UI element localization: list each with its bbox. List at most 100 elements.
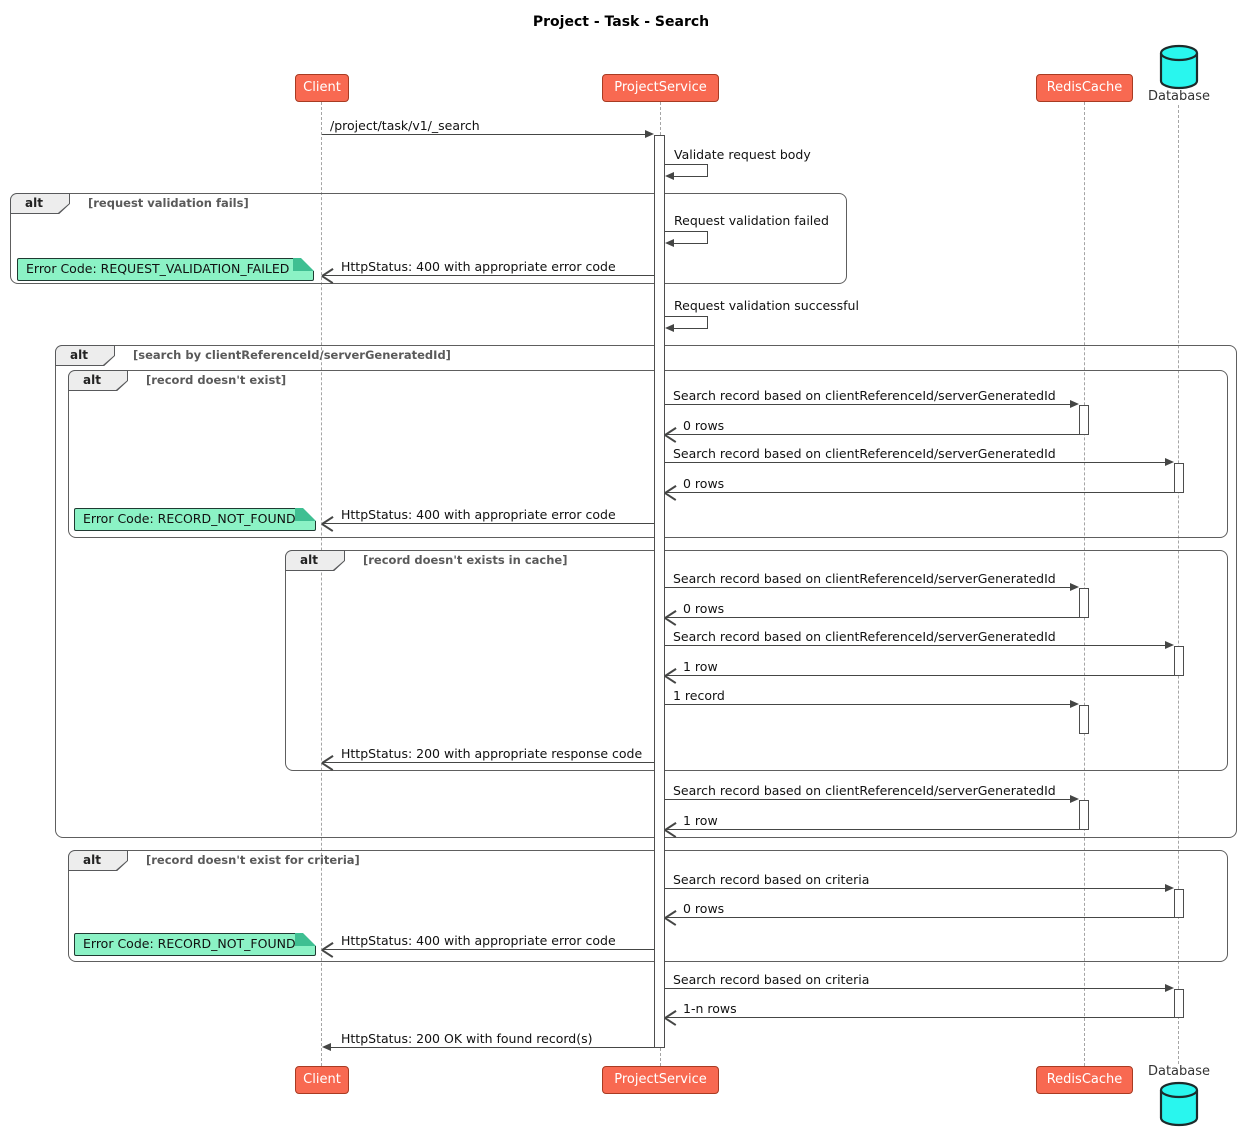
activation-rediscache [1079,705,1089,734]
message-line [323,275,654,277]
participant-rediscache-bottom: RedisCache [1036,1066,1133,1094]
message-label: Search record based on clientReferenceId… [673,388,1056,403]
arrowhead-icon [1070,583,1079,591]
message-label: HttpStatus: 400 with appropriate error c… [341,933,616,948]
message-label: 1 row [683,813,718,828]
message-line [668,243,708,245]
message-label: Validate request body [674,147,811,162]
alt-frame-search-by-id [55,345,1237,838]
message-line [665,462,1166,464]
message-line [666,917,1174,919]
arrowhead-icon [1165,984,1174,992]
participant-client-top: Client [295,74,349,102]
alt-guard-label: [record doesn't exist for criteria] [146,853,360,867]
arrowhead-icon [322,942,335,958]
message-label: /project/task/v1/_search [330,118,480,133]
alt-frame-record-not-exist-criteria [68,850,1228,962]
participant-projectservice-top: ProjectService [602,74,719,102]
message-label: Search record based on clientReferenceId… [673,446,1056,461]
arrowhead-icon [1070,700,1079,708]
message-line [665,316,708,318]
message-line [322,134,646,136]
alt-frame-record-doesnt-exist [68,370,1228,538]
message-line [666,675,1174,677]
message-line [668,176,708,178]
arrowhead-icon [665,239,674,247]
note: Error Code: RECORD_NOT_FOUND [74,508,316,531]
activation-database [1174,889,1184,918]
arrowhead-icon [1070,400,1079,408]
arrowhead-icon [1165,458,1174,466]
message-line [330,1047,654,1049]
arrowhead-icon [1070,795,1079,803]
message-label: 0 rows [683,476,725,491]
message-label: Search record based on clientReferenceId… [673,571,1056,586]
arrowhead-icon [322,755,335,771]
message-label: 1 record [673,688,725,703]
activation-rediscache [1079,405,1089,435]
participant-projectservice-bottom: ProjectService [602,1066,719,1094]
message-line [666,829,1079,831]
message-line [665,888,1166,890]
note-text: Error Code: RECORD_NOT_FOUND [83,936,296,951]
message-label: HttpStatus: 400 with appropriate error c… [341,507,616,522]
alt-operator-tab: alt [285,550,345,571]
participant-database-top: Database [1147,89,1211,104]
alt-operator-tab: alt [55,345,115,366]
message-line [666,492,1174,494]
message-line [665,587,1071,589]
message-line [323,949,654,951]
arrowhead-icon [665,610,678,626]
note-text: Error Code: REQUEST_VALIDATION_FAILED [26,261,290,276]
activation-database [1174,646,1184,676]
alt-guard-label: [request validation fails] [88,196,249,210]
alt-guard-label: [record doesn't exists in cache] [363,553,568,567]
message-label: 0 rows [683,418,725,433]
message-line [665,164,708,166]
activation-database [1174,463,1184,493]
arrowhead-icon [665,668,678,684]
alt-operator-tab: alt [68,850,128,871]
lifeline-client [321,102,322,1066]
message-label: 0 rows [683,901,725,916]
note: Error Code: RECORD_NOT_FOUND [74,933,316,956]
message-label: HttpStatus: 200 OK with found record(s) [341,1031,593,1046]
arrowhead-icon [665,324,674,332]
alt-operator-label: alt [83,853,101,867]
activation-rediscache [1079,588,1089,618]
message-label: HttpStatus: 400 with appropriate error c… [341,259,616,274]
participant-client-bottom: Client [295,1066,349,1094]
arrowhead-icon [322,1043,331,1051]
message-line [668,328,708,330]
alt-guard-label: [record doesn't exist] [146,373,287,387]
lifeline-database [1178,105,1179,1064]
participant-rediscache-top: RedisCache [1036,74,1133,102]
message-line [665,231,708,233]
message-label: 0 rows [683,601,725,616]
arrowhead-icon [322,268,335,284]
arrowhead-icon [1165,884,1174,892]
arrowhead-icon [322,516,335,532]
alt-operator-tab: alt [68,370,128,391]
arrowhead-icon [1165,641,1174,649]
message-line [665,645,1166,647]
arrowhead-icon [665,822,678,838]
alt-frame-record-not-in-cache [285,550,1228,771]
note-fold-icon [295,508,316,521]
message-line [665,404,1071,406]
lifeline-rediscache [1084,102,1085,1066]
message-line [666,1017,1174,1019]
message-label: HttpStatus: 200 with appropriate respons… [341,746,643,761]
alt-operator-label: alt [25,196,43,210]
database-icon [1159,1081,1199,1127]
alt-operator-tab: alt [10,193,70,214]
activation-projectservice [654,135,665,1048]
message-label: Search record based on clientReferenceId… [673,783,1056,798]
alt-guard-label: [search by clientReferenceId/serverGener… [133,348,451,362]
note-text: Error Code: RECORD_NOT_FOUND [83,511,296,526]
database-icon [1159,44,1199,90]
arrowhead-icon [645,130,654,138]
alt-operator-label: alt [300,553,318,567]
activation-rediscache [1079,800,1089,830]
arrowhead-icon [665,485,678,501]
